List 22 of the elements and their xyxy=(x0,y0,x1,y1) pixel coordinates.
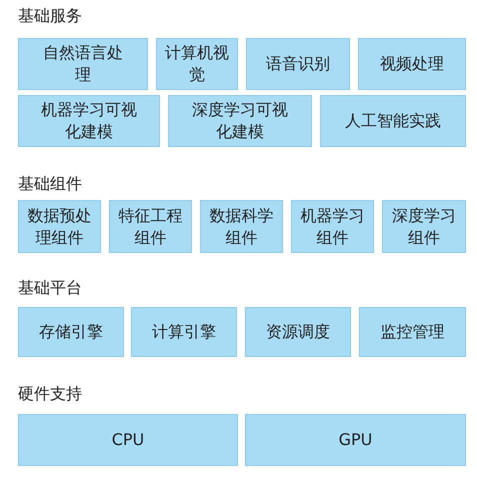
service-box: 自然语言处理 xyxy=(18,38,148,90)
section-heading: 基础服务 xyxy=(18,6,82,26)
service-box: 人工智能实践 xyxy=(320,95,466,147)
service-box: 语音识别 xyxy=(246,38,350,90)
service-box: 机器学习组件 xyxy=(291,200,374,253)
service-box: 数据科学组件 xyxy=(200,200,283,253)
service-box: 数据预处理组件 xyxy=(18,200,101,253)
service-box: 视频处理 xyxy=(358,38,466,90)
section-heading: 硬件支持 xyxy=(18,384,82,404)
section-heading: 基础组件 xyxy=(18,174,82,194)
service-box: CPU xyxy=(18,414,238,466)
service-box: 计算机视觉 xyxy=(156,38,238,90)
service-box: 深度学习组件 xyxy=(382,200,466,253)
service-box: 特征工程组件 xyxy=(109,200,192,253)
service-box: 计算引擎 xyxy=(131,307,237,357)
section-heading: 基础平台 xyxy=(18,278,82,298)
service-box: 资源调度 xyxy=(245,307,351,357)
service-box: 机器学习可视化建模 xyxy=(18,95,160,147)
service-box: GPU xyxy=(245,414,466,466)
service-box: 监控管理 xyxy=(359,307,466,357)
service-box: 存储引擎 xyxy=(18,307,124,357)
service-box: 深度学习可视化建模 xyxy=(168,95,312,147)
